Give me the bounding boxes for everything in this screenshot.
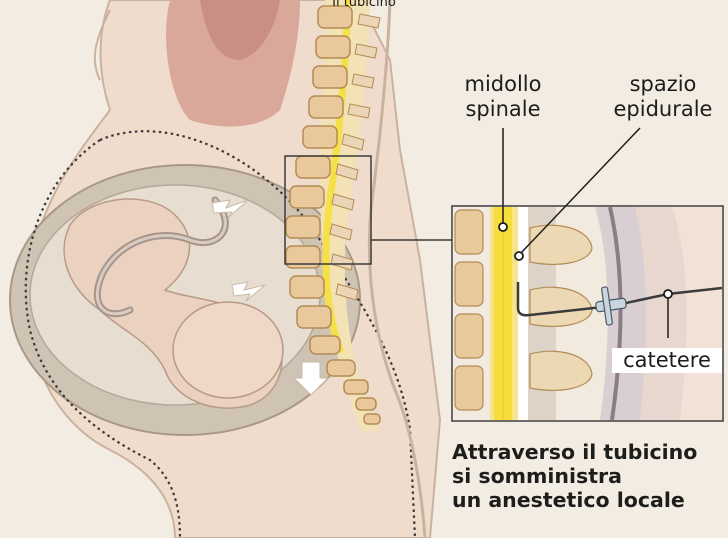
catheter-label: catetere [612,348,722,373]
caption: Attraverso il tubicino si somministra un… [452,440,724,512]
top-caption: Il tubicino [0,0,728,14]
epidural-space-label: spazio epidurale [600,72,726,122]
fetus-head [173,302,283,398]
caption-line-2: si somministra [452,464,724,488]
catheter-marker [664,290,672,298]
caption-line-3: un anestetico locale [452,488,724,512]
spinal-cord-label-line-1: midollo [465,72,542,96]
caption-line-1: Attraverso il tubicino [452,440,724,464]
spinal-cord-marker [499,223,507,231]
spinal-cord-label: midollo spinale [448,72,558,122]
epidural-marker [515,252,523,260]
inset-detail [452,206,723,421]
spinal-cord-label-line-2: spinale [465,97,540,121]
epidural-space-label-line-1: spazio [630,72,697,96]
epidural-space-label-line-2: epidurale [614,97,713,121]
